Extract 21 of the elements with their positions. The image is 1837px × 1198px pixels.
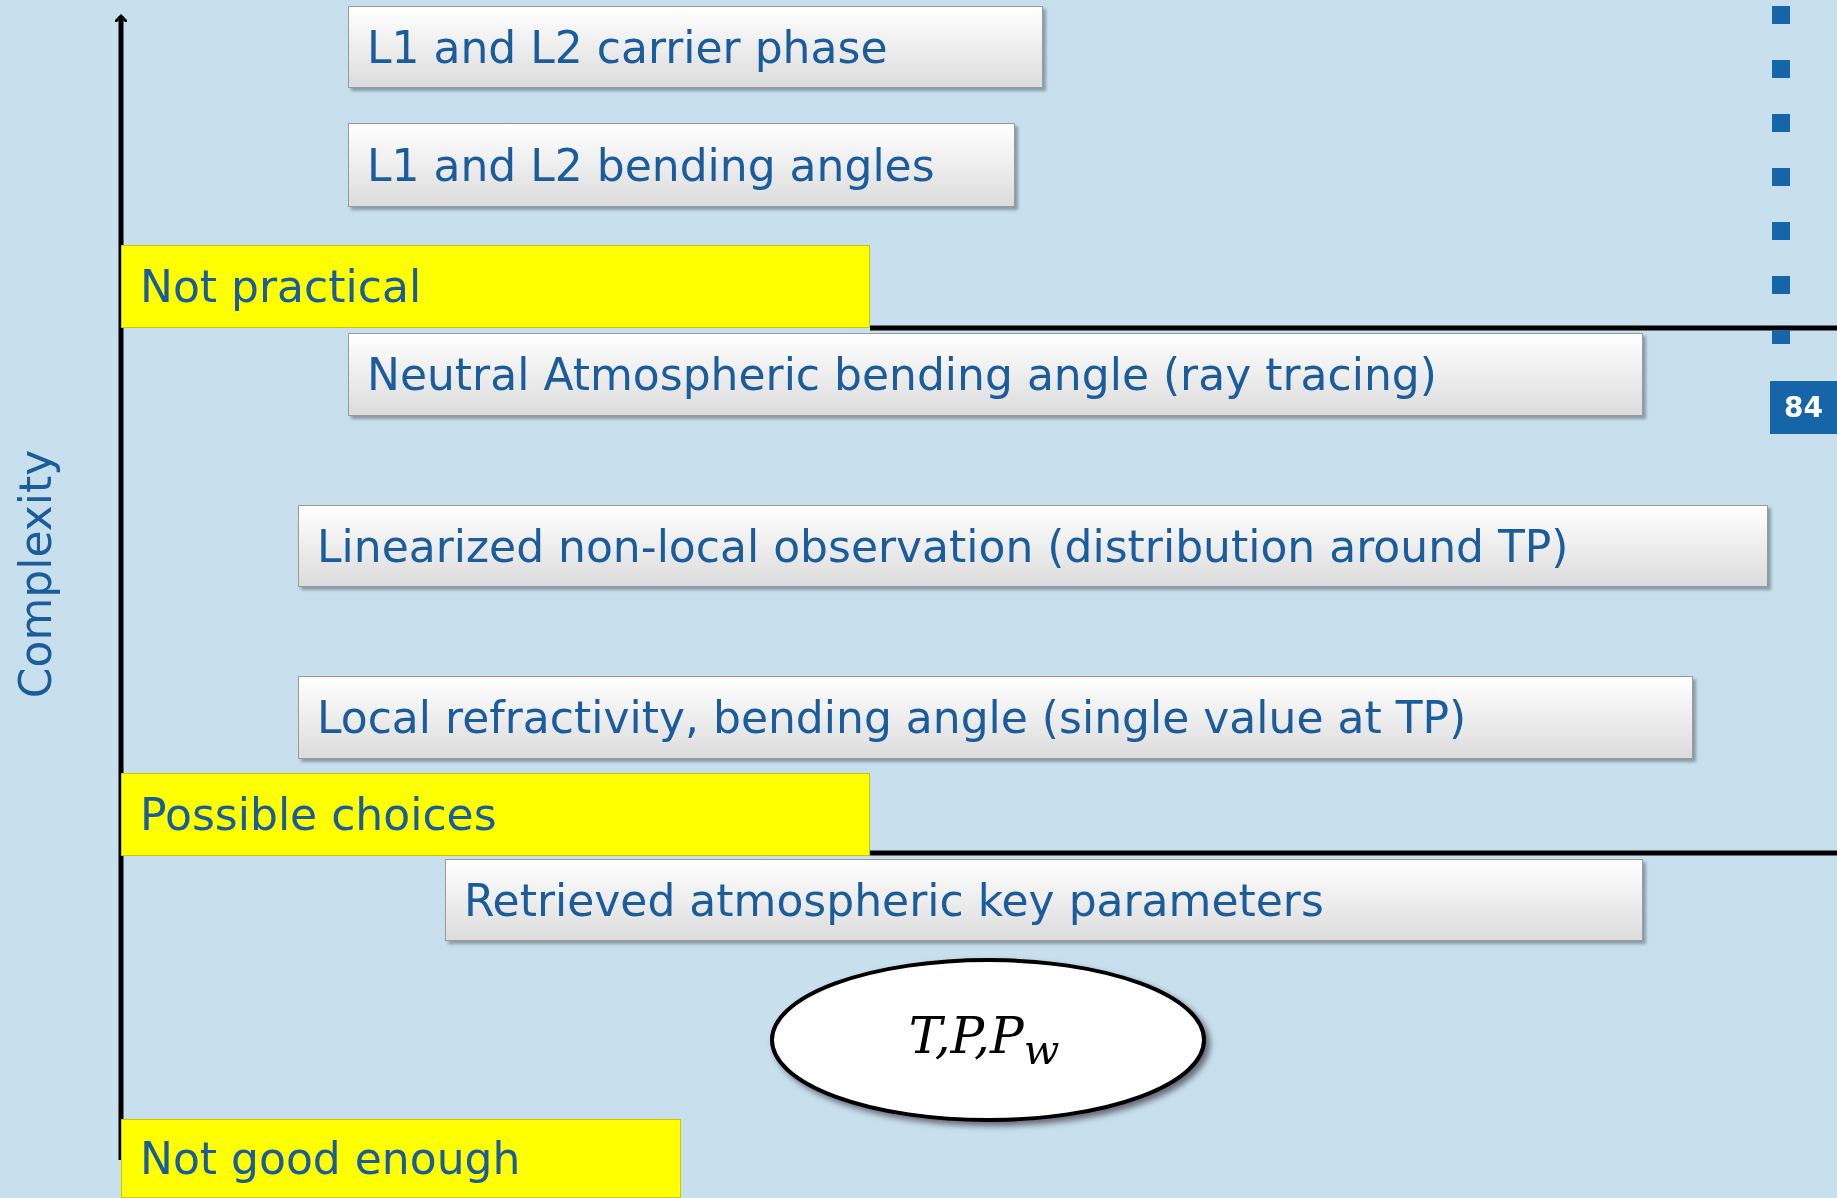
- axis-label: Complexity: [9, 449, 61, 699]
- label-text: Retrieved atmospheric key parameters: [464, 874, 1324, 926]
- label-text: Local refractivity, bending angle (single value at TP): [317, 692, 1467, 743]
- label-text: Not practical: [140, 261, 422, 312]
- label-box: [298, 505, 1768, 587]
- label-text: Not good enough: [140, 1133, 521, 1184]
- label-text: Linearized non-local observation (distribution around TP): [317, 520, 1569, 572]
- label-box: [348, 333, 1643, 416]
- label-text: Neutral Atmospheric bending angle (ray tracing): [367, 349, 1437, 400]
- label-box: [445, 859, 1643, 941]
- category-band: [121, 773, 870, 856]
- label-text: Possible choices: [140, 789, 497, 840]
- label-box: [348, 6, 1043, 88]
- label-box: [348, 123, 1015, 207]
- formula-text: T,P,P$_{w}$: [908, 1006, 1060, 1074]
- label-text: L1 and L2 bending angles: [367, 139, 935, 191]
- category-band: [121, 245, 870, 328]
- category-band: [121, 1119, 681, 1198]
- page-number: 84: [1770, 381, 1837, 434]
- label-box: [298, 676, 1693, 759]
- label-text: L1 and L2 carrier phase: [367, 21, 888, 73]
